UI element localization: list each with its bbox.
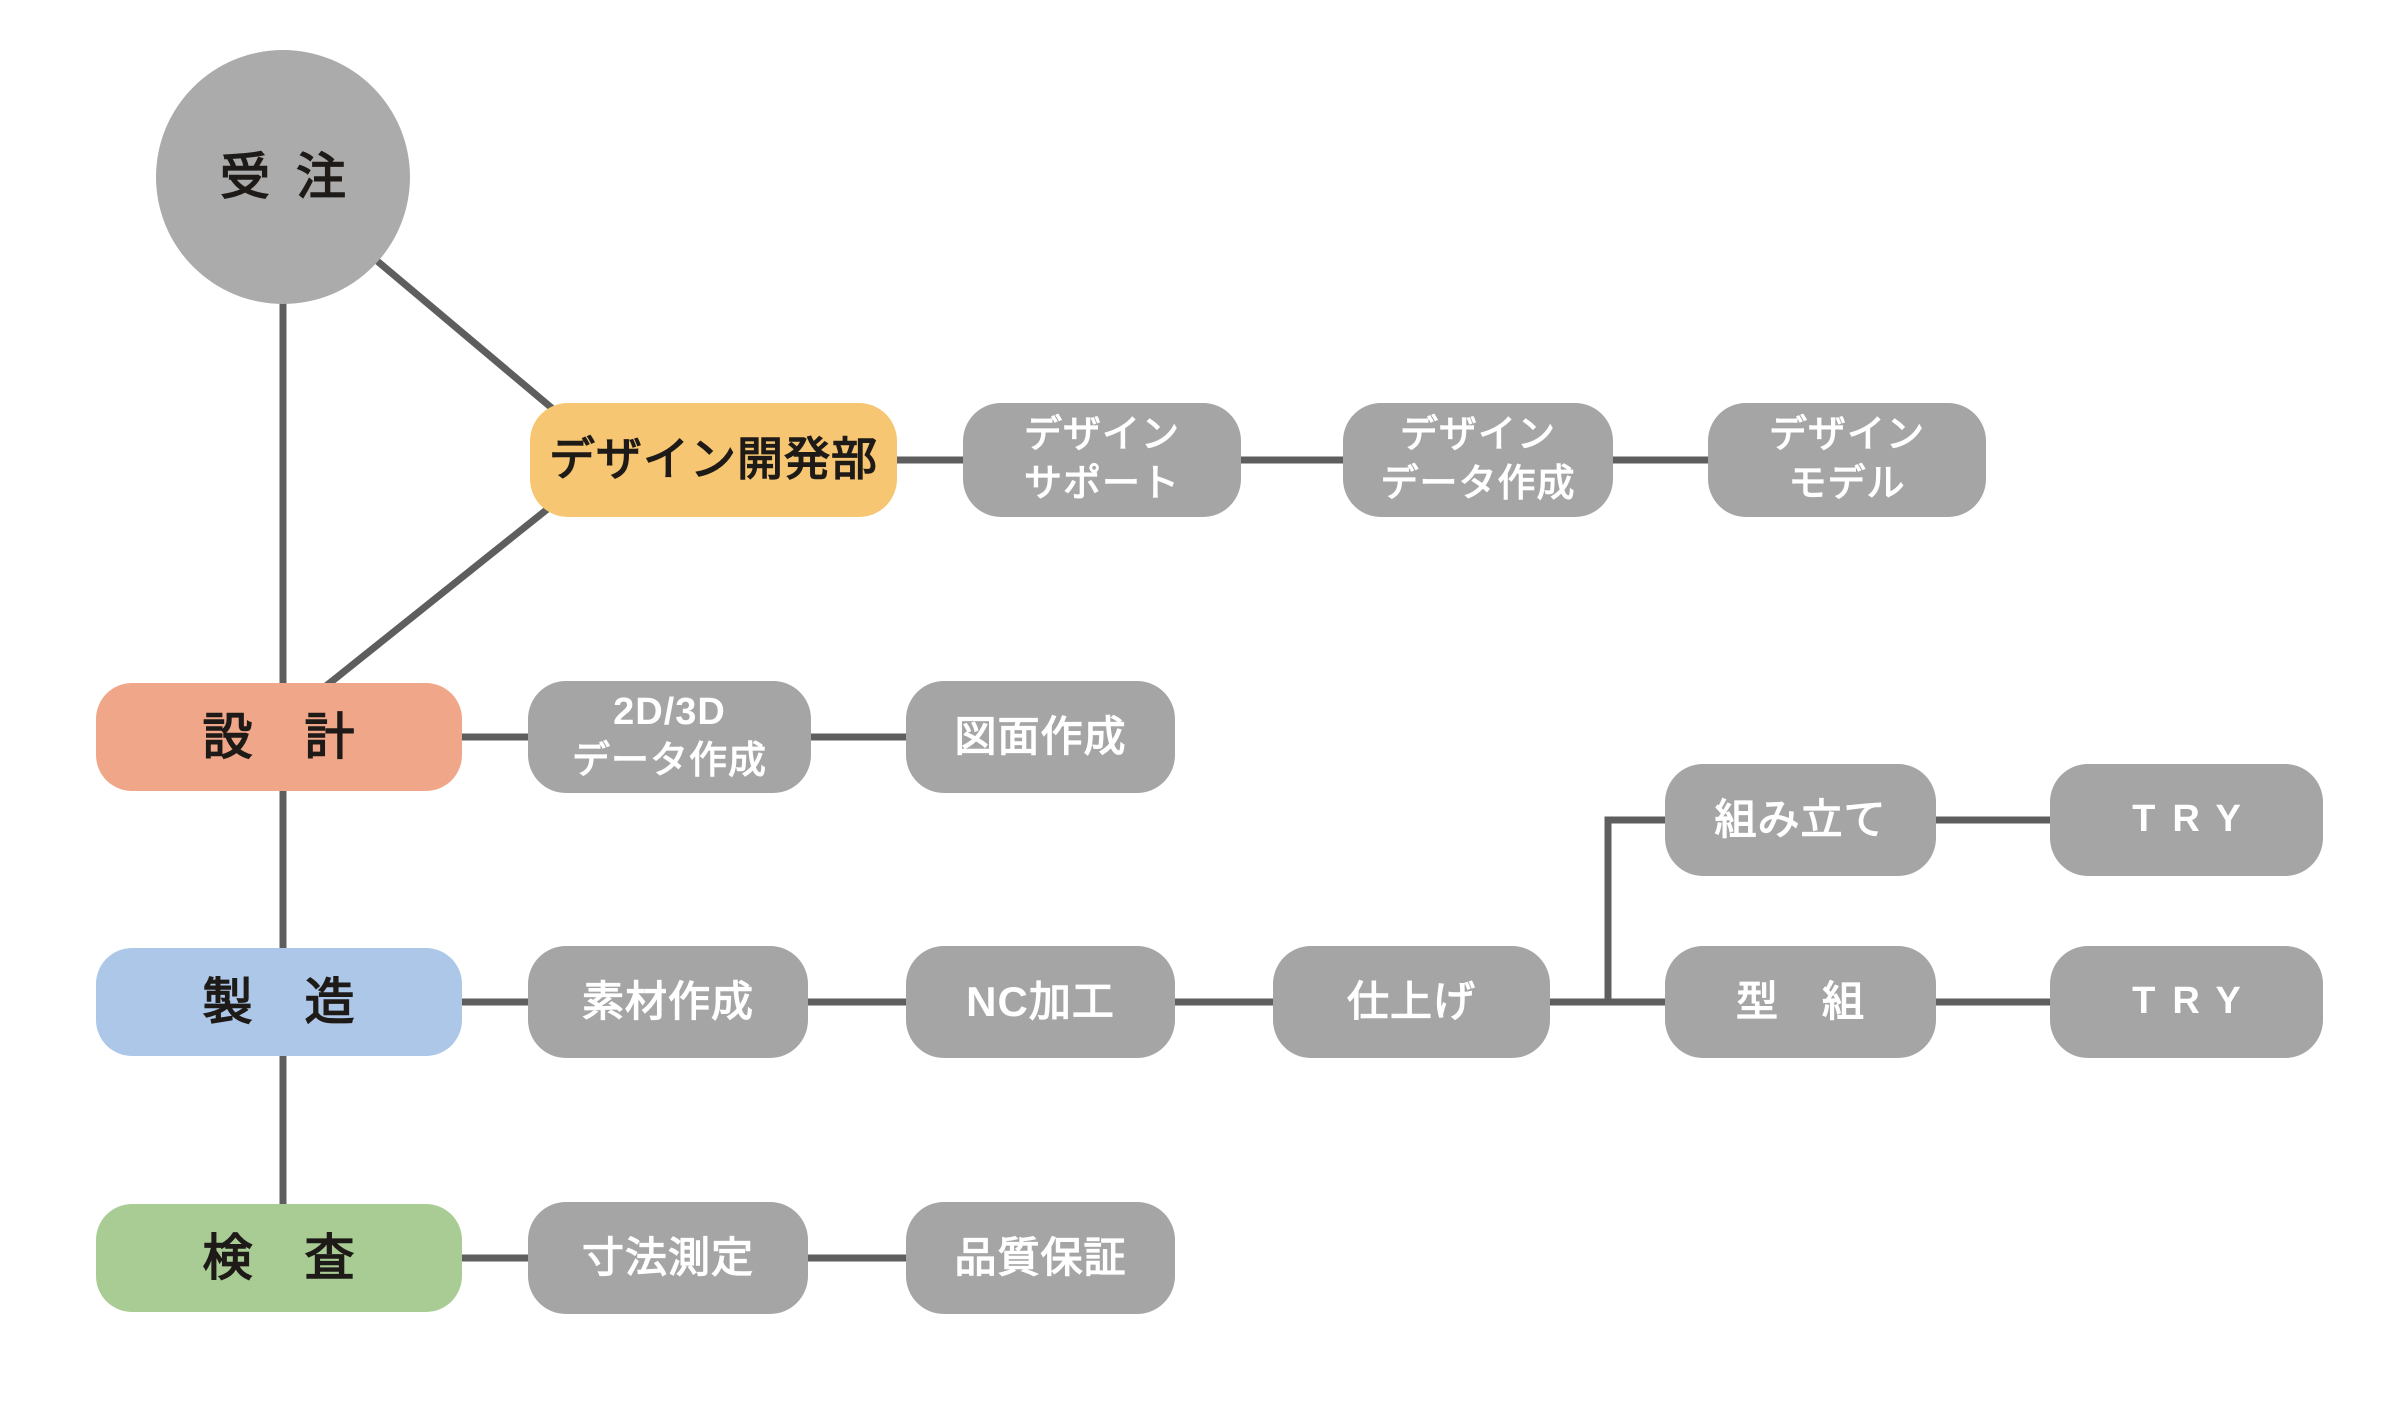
node-try-upper: TRY [2050, 764, 2323, 876]
node-nc-kako: NC加工 [906, 946, 1175, 1058]
node-sekkei: 設 計 [96, 683, 462, 791]
node-seizo: 製 造 [96, 948, 462, 1056]
node-design-dept: デザイン開発部 [530, 403, 897, 517]
connector-designdept-sekkei [313, 504, 553, 697]
node-katagumi: 型 組 [1665, 946, 1936, 1058]
node-try-lower: TRY [2050, 946, 2323, 1058]
node-hinshitsu-hosho: 品質保証 [906, 1202, 1175, 1314]
node-sozai-sakusei: 素材作成 [528, 946, 808, 1058]
node-design-support: デザイン サポート [963, 403, 1241, 517]
connector-branch-kumitate [1604, 816, 1665, 1002]
connector-order-designdept [373, 257, 569, 423]
node-design-model: デザイン モデル [1708, 403, 1986, 517]
node-order: 受 注 [156, 50, 410, 304]
node-sunpo-sokutei: 寸法測定 [528, 1202, 808, 1314]
node-kensa: 検 査 [96, 1204, 462, 1312]
node-kumitate: 組み立て [1665, 764, 1936, 876]
node-2d3d-data: 2D/3D データ作成 [528, 681, 811, 793]
node-shiage: 仕上げ [1273, 946, 1550, 1058]
node-zumen-sakusei: 図面作成 [906, 681, 1175, 793]
node-design-data: デザイン データ作成 [1343, 403, 1613, 517]
